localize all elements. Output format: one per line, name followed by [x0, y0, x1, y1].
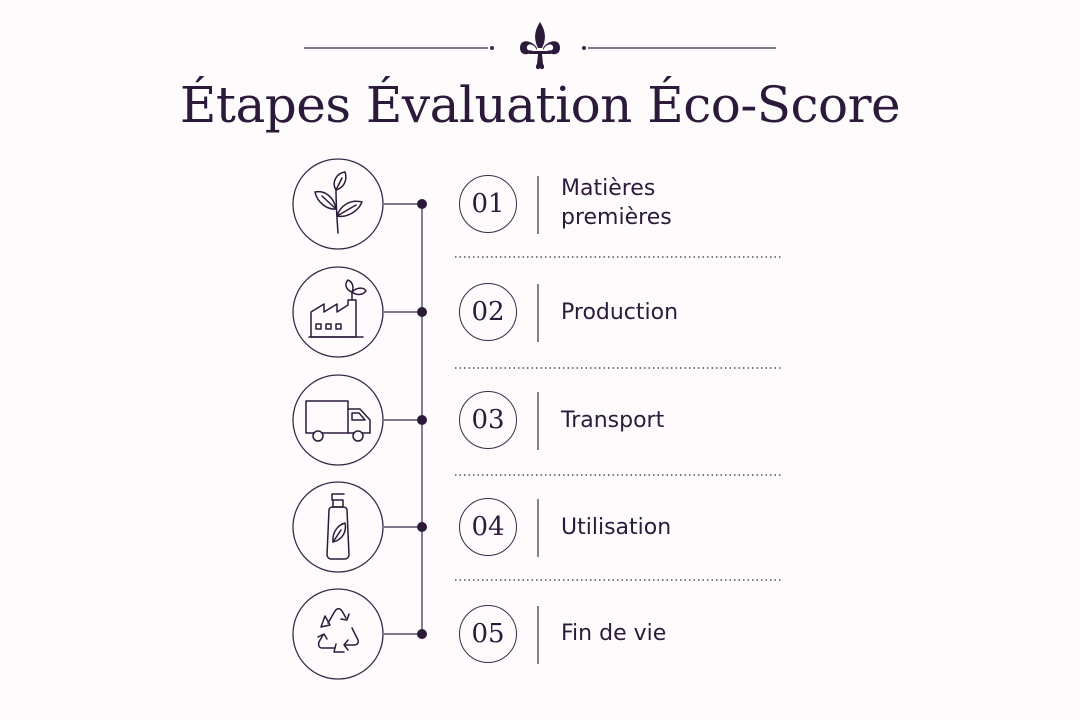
step-2-number: 02	[459, 283, 517, 341]
leaves-icon	[314, 171, 363, 234]
bottle-icon	[326, 493, 350, 560]
step-4-connector	[384, 522, 427, 532]
step-2-icon-circle	[292, 266, 384, 358]
step-3-number: 03	[459, 391, 517, 449]
step-5-connector	[384, 629, 427, 639]
fleur-de-lis-icon	[520, 22, 560, 70]
step-4-number: 04	[459, 498, 517, 556]
step-1-icon-circle	[292, 158, 384, 250]
step-4-label: Utilisation	[561, 515, 672, 540]
truck-icon	[305, 400, 371, 442]
step-1-connector	[384, 199, 427, 209]
step-5-icon-circle	[292, 588, 384, 680]
recycle-icon	[317, 608, 359, 653]
step-2-label: Production	[561, 300, 679, 325]
step-5-label: Fin de vie	[561, 621, 667, 646]
step-5-number: 05	[459, 605, 517, 663]
ornament-line-right	[582, 46, 776, 50]
ornament-line-left	[304, 46, 494, 50]
step-4-icon-circle	[292, 481, 384, 573]
step-2-connector	[384, 307, 427, 317]
step-3-label: Transport	[561, 408, 665, 433]
step-1-number: 01	[459, 175, 517, 233]
step-3-connector	[384, 415, 427, 425]
step-1-label: Matières premières	[561, 176, 672, 230]
factory-icon	[308, 279, 367, 338]
page-title: Étapes Évaluation Éco-Score	[179, 76, 901, 134]
step-3-icon-circle	[292, 374, 384, 466]
title-ornament	[304, 22, 776, 70]
